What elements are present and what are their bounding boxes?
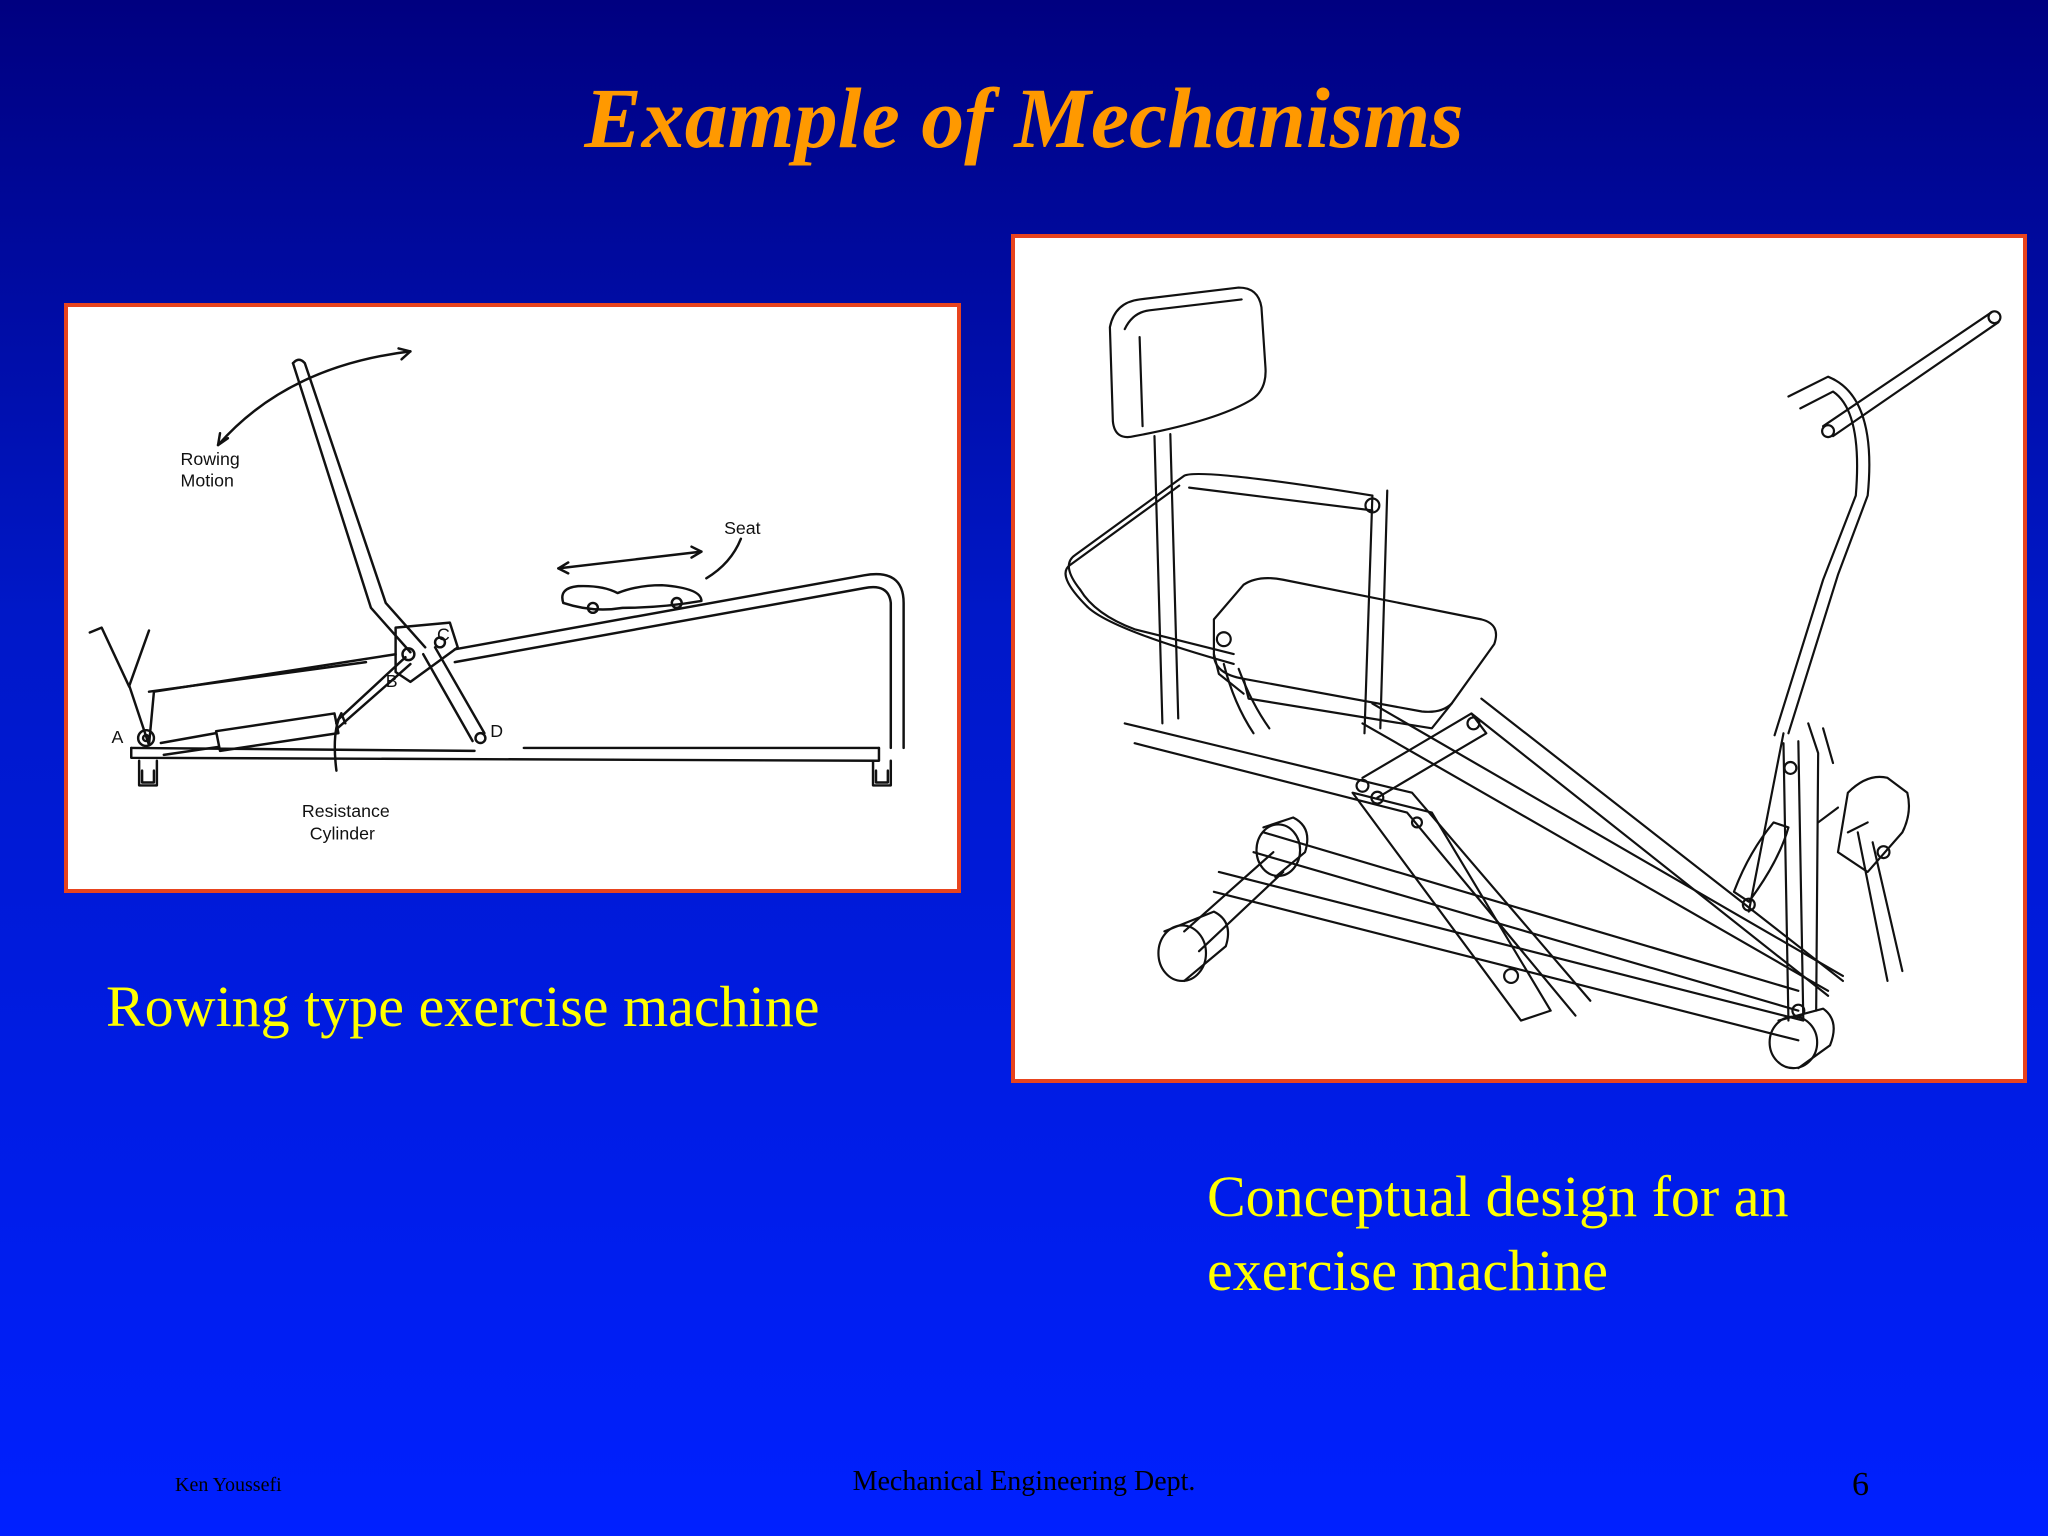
label-seat: Seat: [724, 518, 761, 538]
label-cylinder-2: Cylinder: [310, 824, 375, 844]
label-point-b: B: [386, 671, 398, 691]
exercise-machine-drawing: [1011, 234, 2027, 1083]
caption-rowing-machine: Rowing type exercise machine: [106, 974, 820, 1039]
label-point-a: A: [112, 727, 124, 747]
caption-exercise-machine: Conceptual design for an exercise machin…: [1207, 1164, 1789, 1304]
label-point-d: D: [490, 721, 503, 741]
label-cylinder-1: Resistance: [302, 801, 390, 821]
rowing-machine-diagram: Rowing Motion Seat A B C D Resistance Cy…: [64, 303, 961, 893]
exercise-machine-illustration: [1064, 286, 2002, 1070]
footer-author: Ken Youssefi: [175, 1474, 282, 1496]
rowing-machine-drawing: Rowing Motion Seat A B C D Resistance Cy…: [88, 347, 905, 844]
label-rowing-motion-1: Rowing: [181, 449, 240, 469]
label-rowing-motion-2: Motion: [181, 471, 234, 491]
slide-title: Example of Mechanisms: [584, 70, 1464, 166]
label-point-c: C: [437, 624, 450, 644]
page-number: 6: [1852, 1466, 1869, 1503]
footer-department: Mechanical Engineering Dept.: [852, 1466, 1196, 1497]
